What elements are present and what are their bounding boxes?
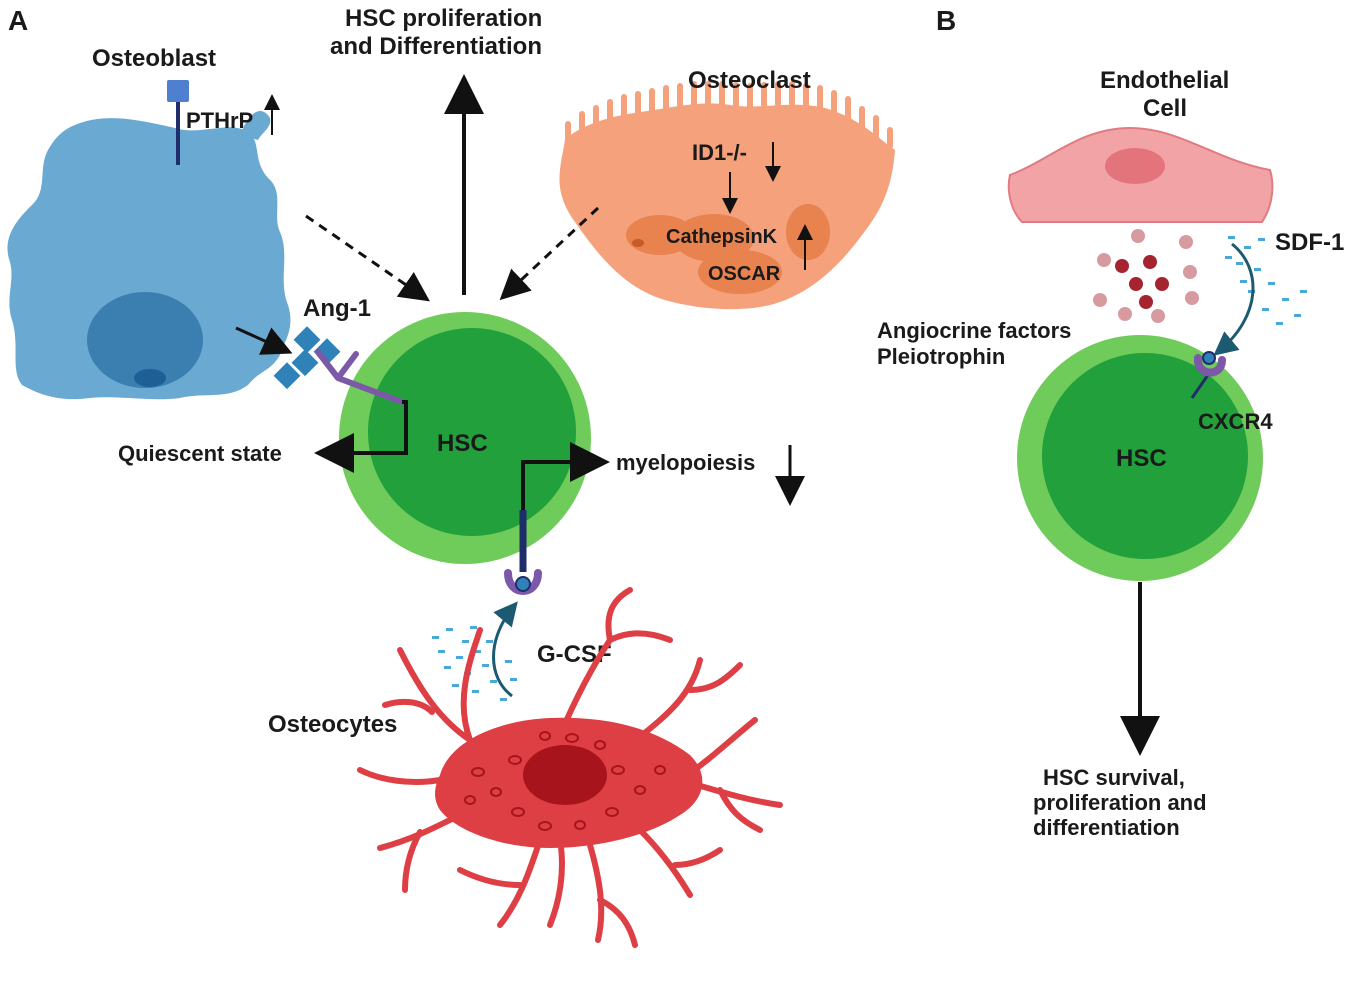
angiocrine-label-line2: Pleiotrophin: [877, 344, 1005, 369]
tie2-receptor: [315, 349, 405, 405]
hsc-inner-b: [1042, 353, 1248, 559]
ang1-arrow: [235, 326, 293, 355]
gcsf-ligand: [515, 576, 531, 592]
sdf1-curved-arrow: [1213, 242, 1255, 356]
hsc-proliferation-line2: and Differentiation: [330, 33, 542, 60]
osteocytes-label: Osteocytes: [268, 711, 397, 738]
sdf1-ligand: [1202, 351, 1216, 365]
osteoblast-dashed-arrow: [305, 214, 430, 302]
quiescent-arrow: [314, 400, 408, 473]
outcome-label-line3: differentiation: [1033, 815, 1180, 840]
osteoblast-nucleus: [87, 292, 203, 388]
id1-label: ID1-/-: [692, 140, 747, 165]
endothelial-cell: [1007, 126, 1274, 223]
sdf1-label: SDF-1: [1275, 229, 1344, 256]
osteoblast-nucleolus: [134, 369, 166, 387]
angiocrine-factor-dots: [1093, 229, 1199, 323]
osteoclast-dashed-arrow: [499, 206, 600, 301]
osteoclast-nucleus-4: [786, 204, 830, 260]
ang1-label: Ang-1: [303, 295, 371, 322]
panel-b-label: B: [936, 5, 956, 36]
angiocrine-label-line1: Angiocrine factors: [877, 318, 1071, 343]
osteocyte-nucleus: [523, 745, 607, 805]
osteoclast-ruffled-border: [565, 81, 893, 149]
panel-a-label: A: [8, 5, 28, 36]
osteocyte-cell: [357, 587, 783, 948]
gcsf-curved-arrow: [492, 601, 518, 698]
myelopoiesis-label: myelopoiesis: [616, 450, 755, 475]
hsc-label-b: HSC: [1116, 445, 1167, 472]
ang1-molecules: [273, 326, 341, 390]
hsc-proliferation-line1: HSC proliferation: [345, 5, 542, 32]
osteoclast-nucleus-2: [674, 214, 754, 262]
endothelial-nucleus: [1105, 148, 1165, 184]
sdf1-diffusion-dots: [1225, 236, 1307, 325]
cxcr4-receptor-stem: [1190, 371, 1212, 399]
cathepsin-label: CathepsinK: [666, 226, 778, 248]
outcome-label-line1: HSC survival,: [1043, 765, 1185, 790]
endothelial-label-line1: Endothelial: [1100, 67, 1229, 94]
osteoclast-label: Osteoclast: [688, 67, 811, 94]
oscar-label: OSCAR: [708, 263, 781, 285]
quiescent-label: Quiescent state: [118, 441, 282, 466]
osteoblast-label: Osteoblast: [92, 45, 216, 72]
outcome-label-line2: proliferation and: [1033, 790, 1207, 815]
cxcr4-receptor: [1194, 354, 1226, 377]
cxcr4-label: CXCR4: [1198, 409, 1273, 434]
osteoblast-body: [7, 118, 291, 400]
osteoclast-nucleus-3: [698, 250, 782, 294]
pthrp-receptor: [167, 80, 189, 102]
hsc-label-a: HSC: [437, 430, 488, 457]
myelopoiesis-arrow: [521, 442, 610, 510]
pthrp-label: PTHrP: [186, 108, 253, 133]
osteoblast-process: [240, 111, 271, 140]
osteocyte-vesicles: [464, 731, 666, 831]
endothelial-label-line2: Cell: [1143, 95, 1187, 122]
osteoblast-cell: [7, 111, 291, 400]
osteoclast-nucleolus: [632, 239, 644, 247]
